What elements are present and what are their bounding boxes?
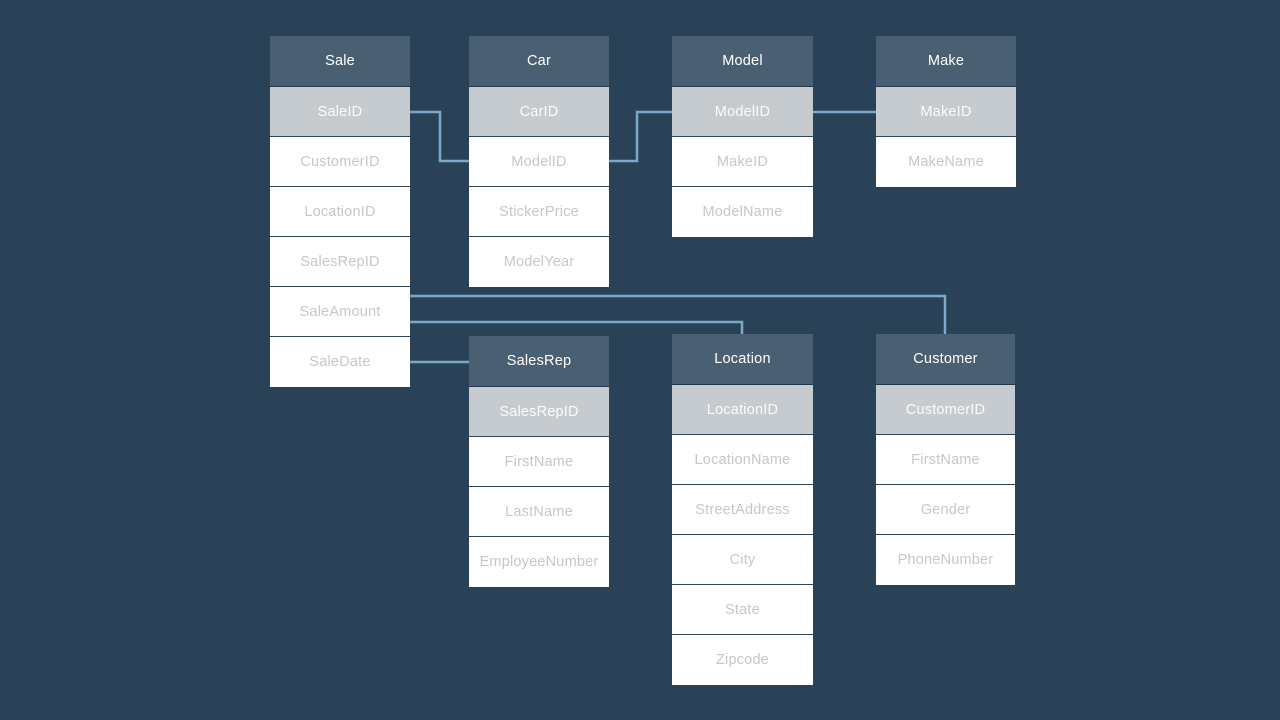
- field-customer-2[interactable]: Gender: [876, 485, 1015, 535]
- field-location-4[interactable]: State: [672, 585, 813, 635]
- field-customer-1[interactable]: FirstName: [876, 435, 1015, 485]
- field-location-5[interactable]: Zipcode: [672, 635, 813, 685]
- primary-key-field-customer-0[interactable]: CustomerID: [876, 385, 1015, 435]
- field-location-3[interactable]: City: [672, 535, 813, 585]
- field-sale-2[interactable]: LocationID: [270, 187, 410, 237]
- field-sale-3[interactable]: SalesRepID: [270, 237, 410, 287]
- field-model-2[interactable]: ModelName: [672, 187, 813, 237]
- field-salesrep-1[interactable]: FirstName: [469, 437, 609, 487]
- entity-title-model: Model: [672, 36, 813, 87]
- primary-key-field-model-0[interactable]: ModelID: [672, 87, 813, 137]
- entity-title-location: Location: [672, 334, 813, 385]
- field-salesrep-2[interactable]: LastName: [469, 487, 609, 537]
- field-sale-5[interactable]: SaleDate: [270, 337, 410, 387]
- primary-key-field-sale-0[interactable]: SaleID: [270, 87, 410, 137]
- entity-title-customer: Customer: [876, 334, 1015, 385]
- connector-sale-car: [410, 110, 469, 163]
- field-location-2[interactable]: StreetAddress: [672, 485, 813, 535]
- entity-title-sale: Sale: [270, 36, 410, 87]
- connector-sale-customer: [410, 294, 947, 334]
- connector-car-model: [609, 110, 672, 163]
- field-car-2[interactable]: StickerPrice: [469, 187, 609, 237]
- field-location-1[interactable]: LocationName: [672, 435, 813, 485]
- primary-key-field-salesrep-0[interactable]: SalesRepID: [469, 387, 609, 437]
- field-salesrep-3[interactable]: EmployeeNumber: [469, 537, 609, 587]
- entity-title-make: Make: [876, 36, 1016, 87]
- field-customer-3[interactable]: PhoneNumber: [876, 535, 1015, 585]
- primary-key-field-location-0[interactable]: LocationID: [672, 385, 813, 435]
- entity-title-salesrep: SalesRep: [469, 336, 609, 387]
- field-sale-1[interactable]: CustomerID: [270, 137, 410, 187]
- entity-title-car: Car: [469, 36, 609, 87]
- primary-key-field-car-0[interactable]: CarID: [469, 87, 609, 137]
- connector-sale-location: [410, 320, 744, 334]
- field-make-1[interactable]: MakeName: [876, 137, 1016, 187]
- field-sale-4[interactable]: SaleAmount: [270, 287, 410, 337]
- field-model-1[interactable]: MakeID: [672, 137, 813, 187]
- field-car-1[interactable]: ModelID: [469, 137, 609, 187]
- primary-key-field-make-0[interactable]: MakeID: [876, 87, 1016, 137]
- field-car-3[interactable]: ModelYear: [469, 237, 609, 287]
